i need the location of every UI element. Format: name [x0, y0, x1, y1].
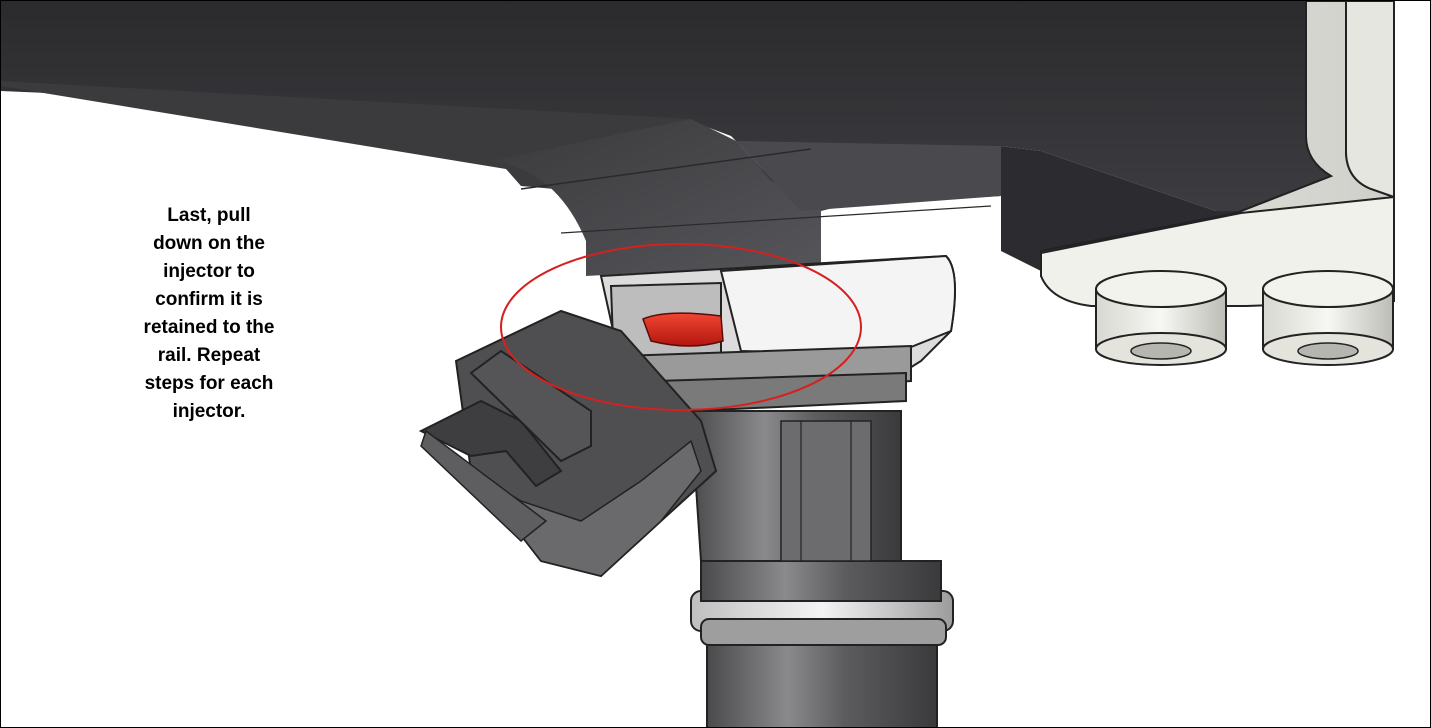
- socket-head-bolt: [1095, 270, 1227, 366]
- socket-head-bolt: [1262, 270, 1394, 366]
- instruction-line: rail. Repeat: [157, 345, 261, 366]
- fuel-rail: [1, 1, 1361, 301]
- instruction-line: retained to the: [143, 317, 275, 338]
- instruction-line: steps for each: [144, 373, 274, 394]
- electrical-connector: [418, 309, 718, 578]
- instruction-line: Last, pull: [167, 205, 251, 226]
- instruction-line: down on the: [153, 233, 265, 254]
- injector-body: [689, 410, 954, 727]
- instruction-line: injector.: [172, 401, 246, 422]
- highlight-ellipse: [500, 243, 862, 411]
- retaining-clip: [642, 312, 724, 347]
- instruction-line: confirm it is: [155, 289, 263, 310]
- instruction-text: Last, pull down on the injector to confi…: [119, 202, 299, 426]
- instruction-line: injector to: [163, 261, 255, 282]
